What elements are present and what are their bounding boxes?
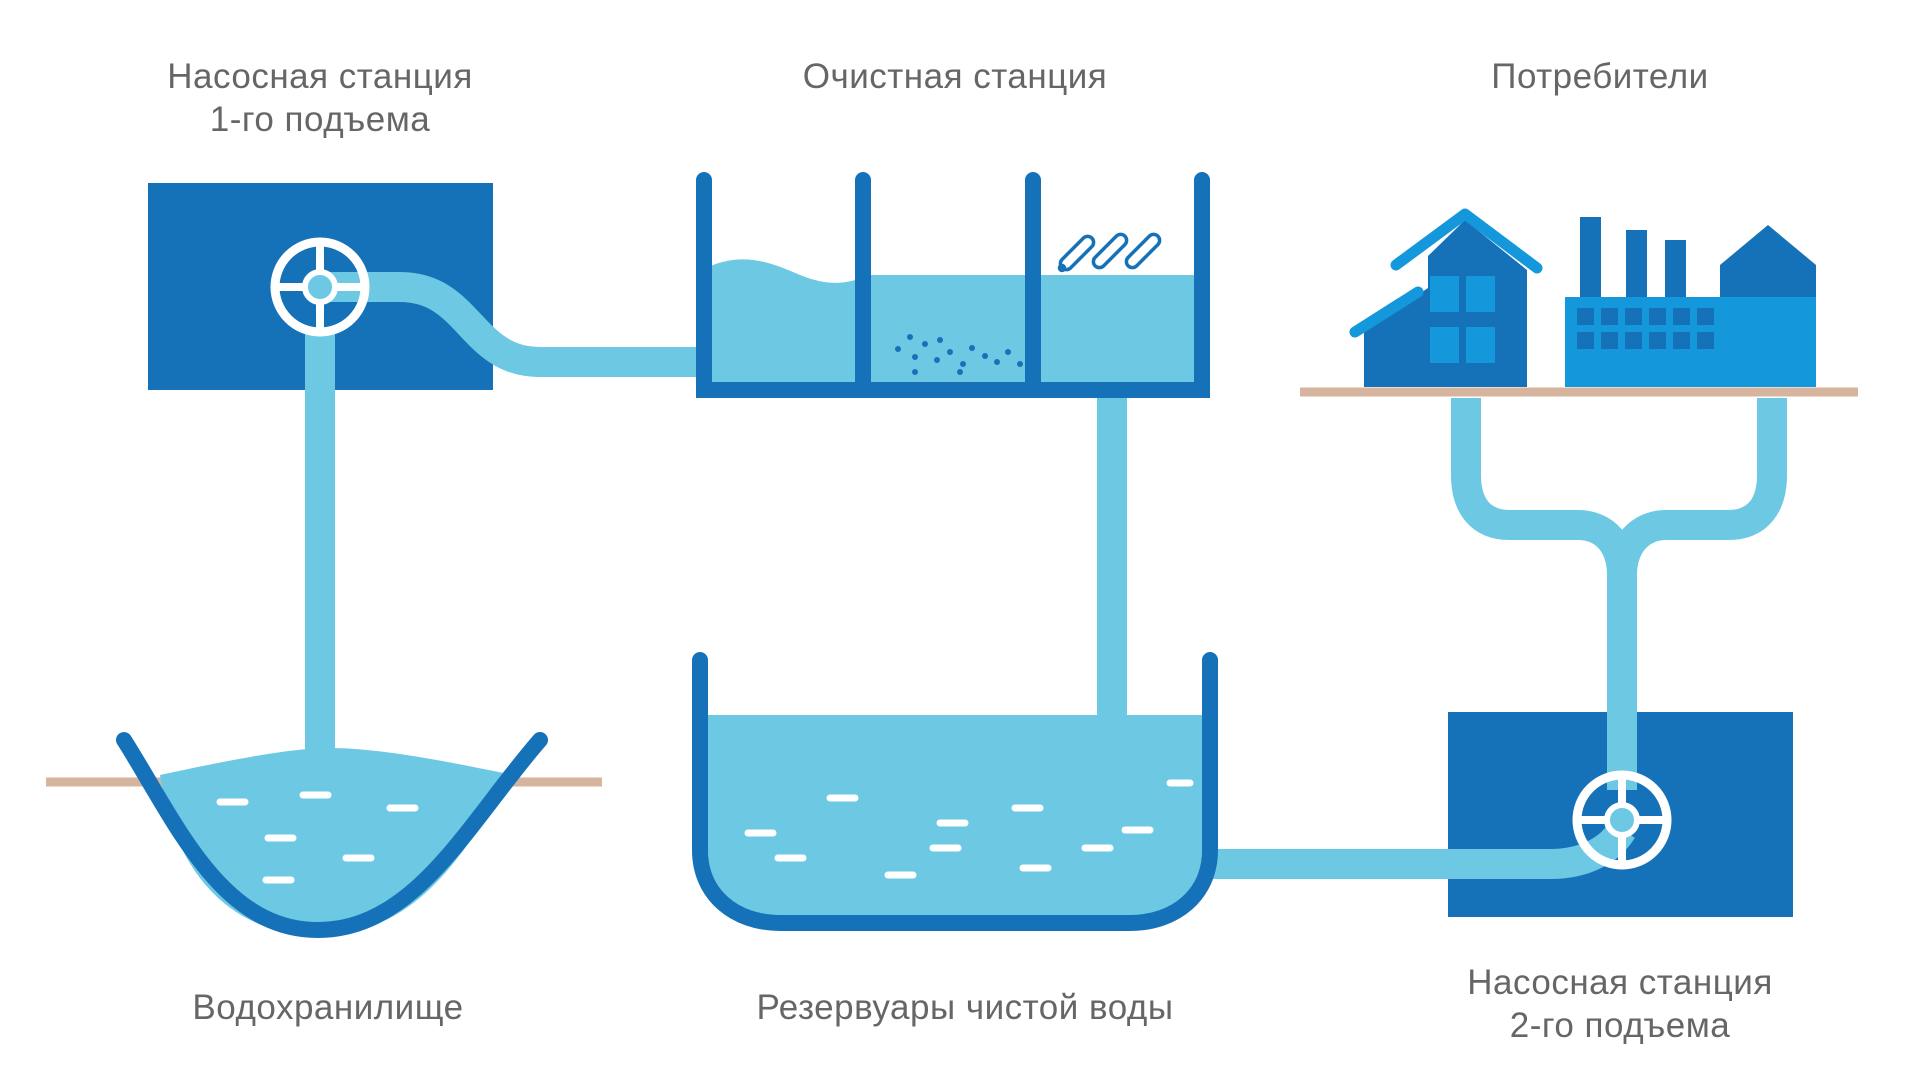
treatment-water-section-1	[702, 259, 863, 385]
sediment-dots	[895, 334, 1023, 375]
pump-station-2	[1448, 712, 1793, 917]
reservoir-basin	[116, 732, 548, 939]
treatment-water-section-3	[1033, 275, 1203, 385]
label-pump-station-1-line1: Насосная станция	[167, 57, 473, 96]
tanks-water	[708, 715, 1202, 918]
tanks-wall	[692, 652, 1218, 931]
treatment-plant	[696, 172, 1210, 398]
label-pump-station-1: Насосная станция 1-го подъема	[120, 55, 520, 141]
reservoir-basin-wall	[116, 732, 548, 939]
clean-water-tanks	[692, 652, 1218, 931]
label-treatment-plant: Очистная станция	[802, 57, 1108, 96]
pump-wheel-icon	[270, 237, 370, 337]
disinfection-icon	[1057, 232, 1162, 273]
pump-station-1	[148, 183, 541, 390]
label-reservoir: Водохранилище	[192, 988, 464, 1027]
label-pump-station-2-line2: 2-го подъема	[1509, 1006, 1731, 1045]
tanks-waves	[744, 779, 1194, 879]
pump-wheel-icon	[1572, 770, 1672, 870]
factory-icon	[1565, 217, 1816, 387]
pipe-branch-factory	[1607, 398, 1787, 576]
label-pump-station-2: Насосная станция 2-го подъема	[1420, 961, 1820, 1047]
house-icon	[1349, 208, 1543, 387]
label-clean-water-tanks: Резервуары чистой воды	[756, 988, 1174, 1027]
label-pump-station-1-line2: 1-го подъема	[209, 100, 431, 139]
label-consumers: Потребители	[1491, 57, 1709, 96]
treatment-water-section-2	[863, 275, 1033, 385]
label-pump-station-2-line1: Насосная станция	[1467, 963, 1773, 1002]
reservoir-waves	[216, 791, 419, 884]
